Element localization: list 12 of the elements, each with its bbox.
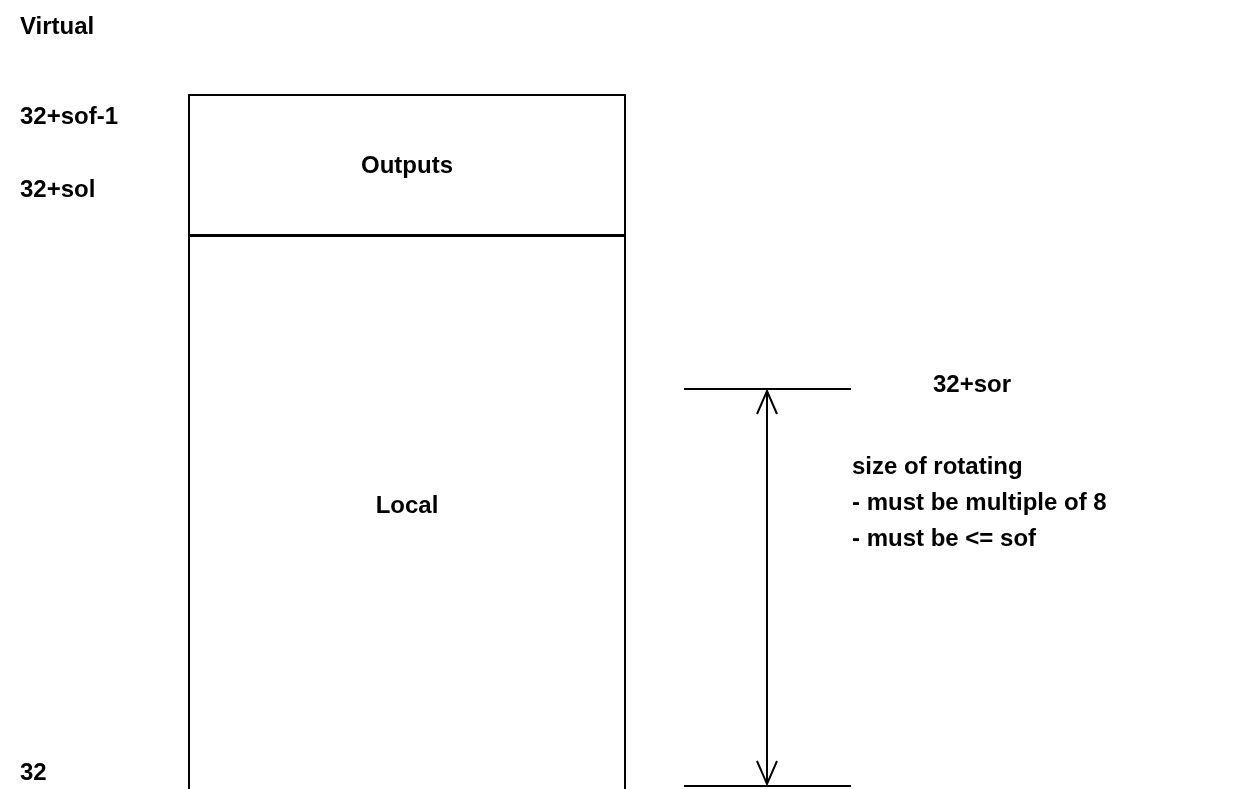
region-label: Outputs xyxy=(361,151,453,179)
annotation-text: - must be multiple of 8 xyxy=(852,488,1107,516)
memory-region-box xyxy=(188,94,626,237)
annotation-text: size of rotating xyxy=(852,452,1023,480)
annotation-text: 32+sor xyxy=(933,370,1012,398)
annotation-text: 32+sof-1 xyxy=(20,102,119,130)
title: Virtual xyxy=(20,12,95,40)
annotation-text: 32+sol xyxy=(20,175,96,203)
annotation-text: 32 xyxy=(20,758,47,786)
region-label: Local xyxy=(375,491,439,519)
memory-region-box xyxy=(188,237,626,789)
annotation-text: - must be <= sof xyxy=(852,524,1037,552)
